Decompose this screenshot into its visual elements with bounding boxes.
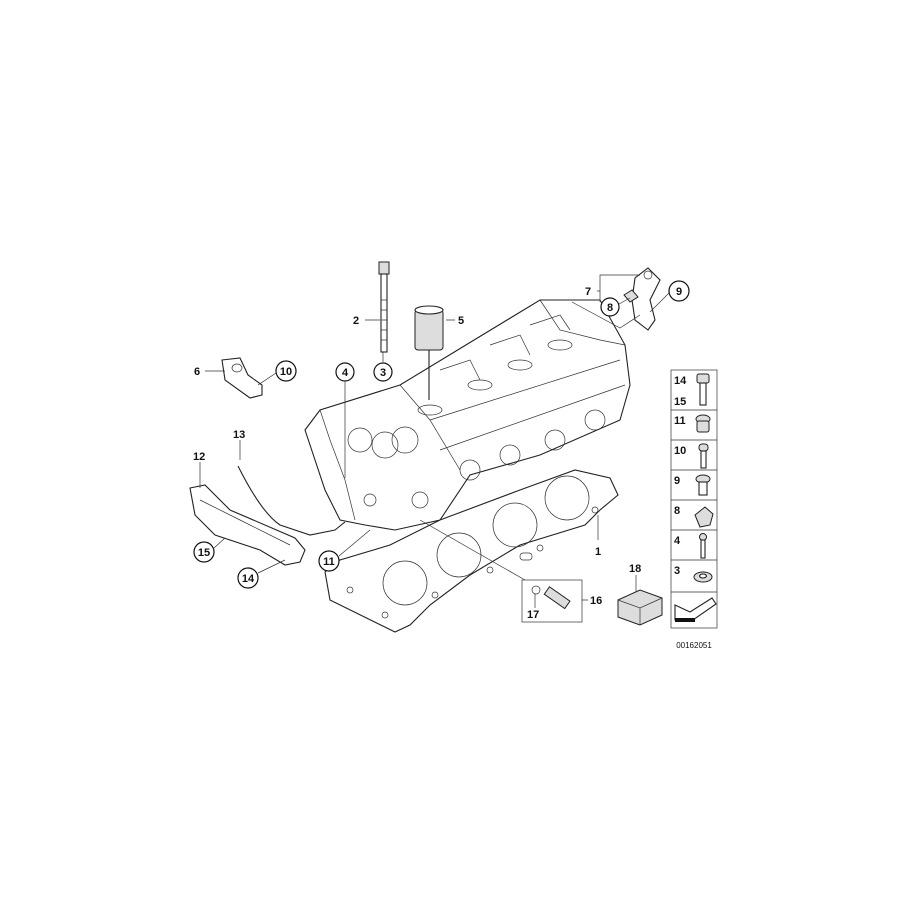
hex-bolt-icon (696, 373, 710, 406)
legend-label-9: 9 (674, 475, 680, 487)
diagram-number: 00162051 (676, 641, 712, 650)
callouts: 2 5 3 4 6 10 7 8 9 13 12 15 14 11 1 16 1… (193, 280, 690, 621)
callout-17: 17 (527, 609, 539, 621)
callout-2: 2 (353, 315, 359, 327)
callout-7: 7 (585, 286, 591, 298)
long-bolt-icon (699, 533, 707, 559)
fastener-legend: 14 15 11 10 9 8 4 3 00162051 (670, 369, 718, 650)
legend-label-11: 11 (674, 415, 686, 427)
legend-label-15: 15 (674, 396, 686, 408)
head-gasket (324, 469, 619, 633)
callout-8: 8 (607, 302, 613, 314)
callout-6: 6 (194, 366, 200, 378)
sleeve (414, 305, 444, 400)
gasket-13 (237, 465, 346, 536)
callout-3: 3 (380, 367, 386, 379)
callout-13: 13 (233, 429, 245, 441)
legend-label-3: 3 (674, 565, 680, 577)
callout-18: 18 (629, 563, 641, 575)
screw-plug-icon (695, 414, 711, 433)
callout-16: 16 (590, 595, 602, 607)
callout-10: 10 (280, 366, 292, 378)
torx-bolt-icon (698, 443, 709, 469)
cover-12 (189, 484, 306, 566)
callout-9: 9 (676, 286, 682, 298)
callout-4: 4 (342, 367, 349, 379)
part-18-box (617, 589, 663, 626)
legend-label-10: 10 (674, 445, 686, 457)
washer-icon (693, 571, 713, 583)
callout-14: 14 (242, 573, 255, 585)
callout-15: 15 (198, 547, 210, 559)
countersunk-bolt-icon (695, 474, 711, 496)
callout-5: 5 (458, 315, 464, 327)
part-16-inset (521, 579, 583, 623)
cylinder-head (304, 299, 631, 531)
legend-label-8: 8 (674, 505, 680, 517)
legend-label-4: 4 (674, 535, 681, 547)
leader-lines (199, 274, 670, 608)
clip-nut-icon (694, 506, 714, 528)
bracket-7 (571, 267, 661, 331)
callout-1: 1 (595, 546, 601, 558)
arrow-icon (674, 597, 717, 622)
cylinder-head-bolt (378, 261, 390, 353)
bracket-6 (221, 357, 263, 399)
callout-11: 11 (323, 556, 335, 568)
callout-12: 12 (193, 451, 205, 463)
legend-label-14: 14 (674, 375, 687, 387)
